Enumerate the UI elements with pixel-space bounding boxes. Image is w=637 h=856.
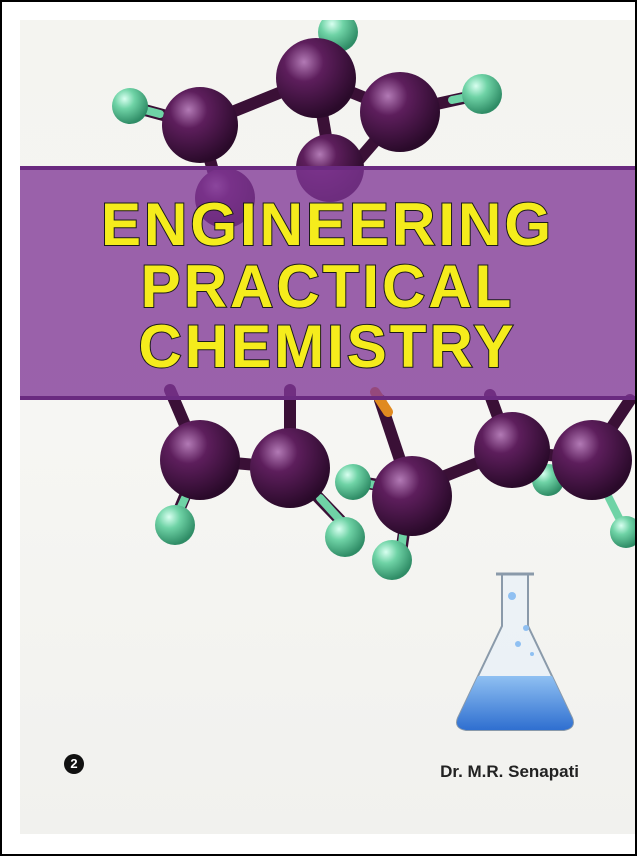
carbon-atom: [474, 412, 550, 488]
title-line-1: ENGINEERING: [100, 190, 555, 259]
hydrogen-atom: [372, 540, 412, 580]
title-line-2: PRACTICAL: [140, 252, 515, 321]
carbon-atom: [552, 420, 632, 500]
author-name: Dr. M.R. Senapati: [440, 762, 579, 781]
hydrogen-atom: [462, 74, 502, 114]
hydrogen-atom: [112, 88, 148, 124]
carbon-atom: [160, 420, 240, 500]
carbon-atom: [250, 428, 330, 508]
carbon-atom: [372, 456, 452, 536]
flask-liquid: [457, 676, 573, 730]
hydrogen-atom: [335, 464, 371, 500]
hydrogen-atom: [155, 505, 195, 545]
carbon-atom: [276, 38, 356, 118]
flask-icon: [456, 572, 574, 731]
carbon-atom: [360, 72, 440, 152]
carbon-atom: [162, 87, 238, 163]
book-cover: ENGINEERING PRACTICAL CHEMISTRY 2 Dr. M.…: [20, 20, 635, 834]
hydrogen-atom: [610, 516, 635, 548]
publisher-logo: 2: [64, 754, 84, 774]
hydrogen-atom: [325, 517, 365, 557]
title-line-3: CHEMISTRY: [137, 312, 517, 381]
title-band: [20, 166, 635, 400]
